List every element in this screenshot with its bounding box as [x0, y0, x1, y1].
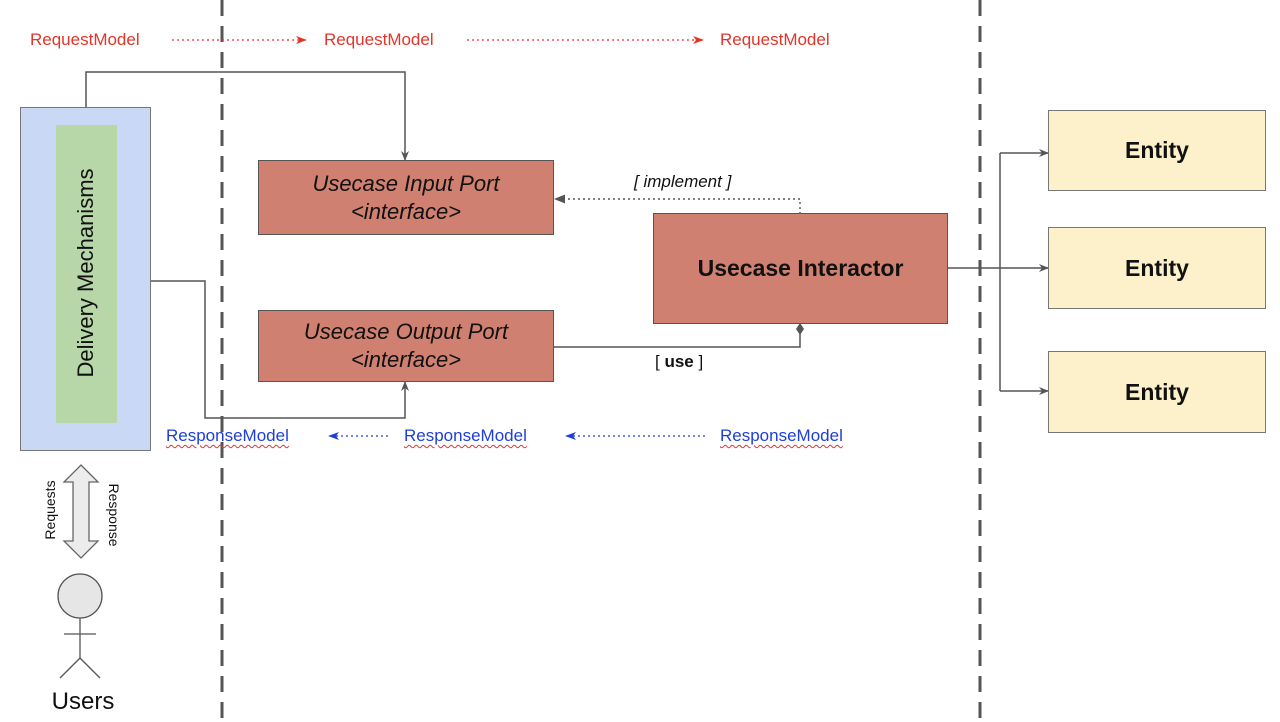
connector-implement [554, 194, 801, 214]
connector-delivery-to-output [151, 280, 409, 419]
delivery-mechanisms-inner-box [56, 125, 117, 423]
entity-box-1: Entity [1048, 110, 1266, 191]
request-model-label-2: RequestModel [324, 30, 434, 49]
requests-label: Requests [42, 480, 58, 540]
output-port-title: Usecase Output Port [303, 319, 509, 344]
connector-use [554, 323, 804, 348]
delivery-mechanisms-label: Delivery Mechanisms [73, 168, 98, 378]
usecase-interactor-box: Usecase Interactor [653, 213, 948, 324]
use-label: [ use ] [655, 352, 703, 372]
usecase-output-port-box: Usecase Output Port <interface> [258, 310, 554, 382]
response-label: Response [106, 483, 122, 547]
response-model-label-1: ResponseModel [166, 426, 289, 445]
use-label-open: [ [655, 352, 665, 371]
entity-label-1: Entity [1125, 137, 1189, 163]
input-port-stereotype: <interface> [350, 198, 462, 224]
response-model-label-2: ResponseModel [404, 426, 527, 445]
entity-box-3: Entity [1048, 351, 1266, 433]
use-label-word: use [664, 352, 694, 371]
response-model-label-3: ResponseModel [720, 426, 843, 445]
entity-box-2: Entity [1048, 227, 1266, 309]
connector-delivery-to-input [85, 71, 409, 161]
entity-label-2: Entity [1125, 254, 1189, 281]
usecase-input-port-box: Usecase Input Port <interface> [258, 160, 554, 235]
user-icon [57, 573, 103, 679]
users-label: Users [51, 688, 115, 715]
request-model-label-1: RequestModel [30, 30, 140, 49]
requests-response-arrow-icon [62, 464, 100, 559]
use-label-close: ] [693, 352, 704, 371]
input-port-title: Usecase Input Port [312, 170, 500, 196]
implement-label: [ implement ] [634, 172, 732, 191]
entity-label-3: Entity [1125, 378, 1189, 405]
output-port-stereotype: <interface> [350, 347, 462, 372]
request-model-label-3: RequestModel [720, 30, 830, 49]
usecase-interactor-label: Usecase Interactor [697, 255, 904, 281]
